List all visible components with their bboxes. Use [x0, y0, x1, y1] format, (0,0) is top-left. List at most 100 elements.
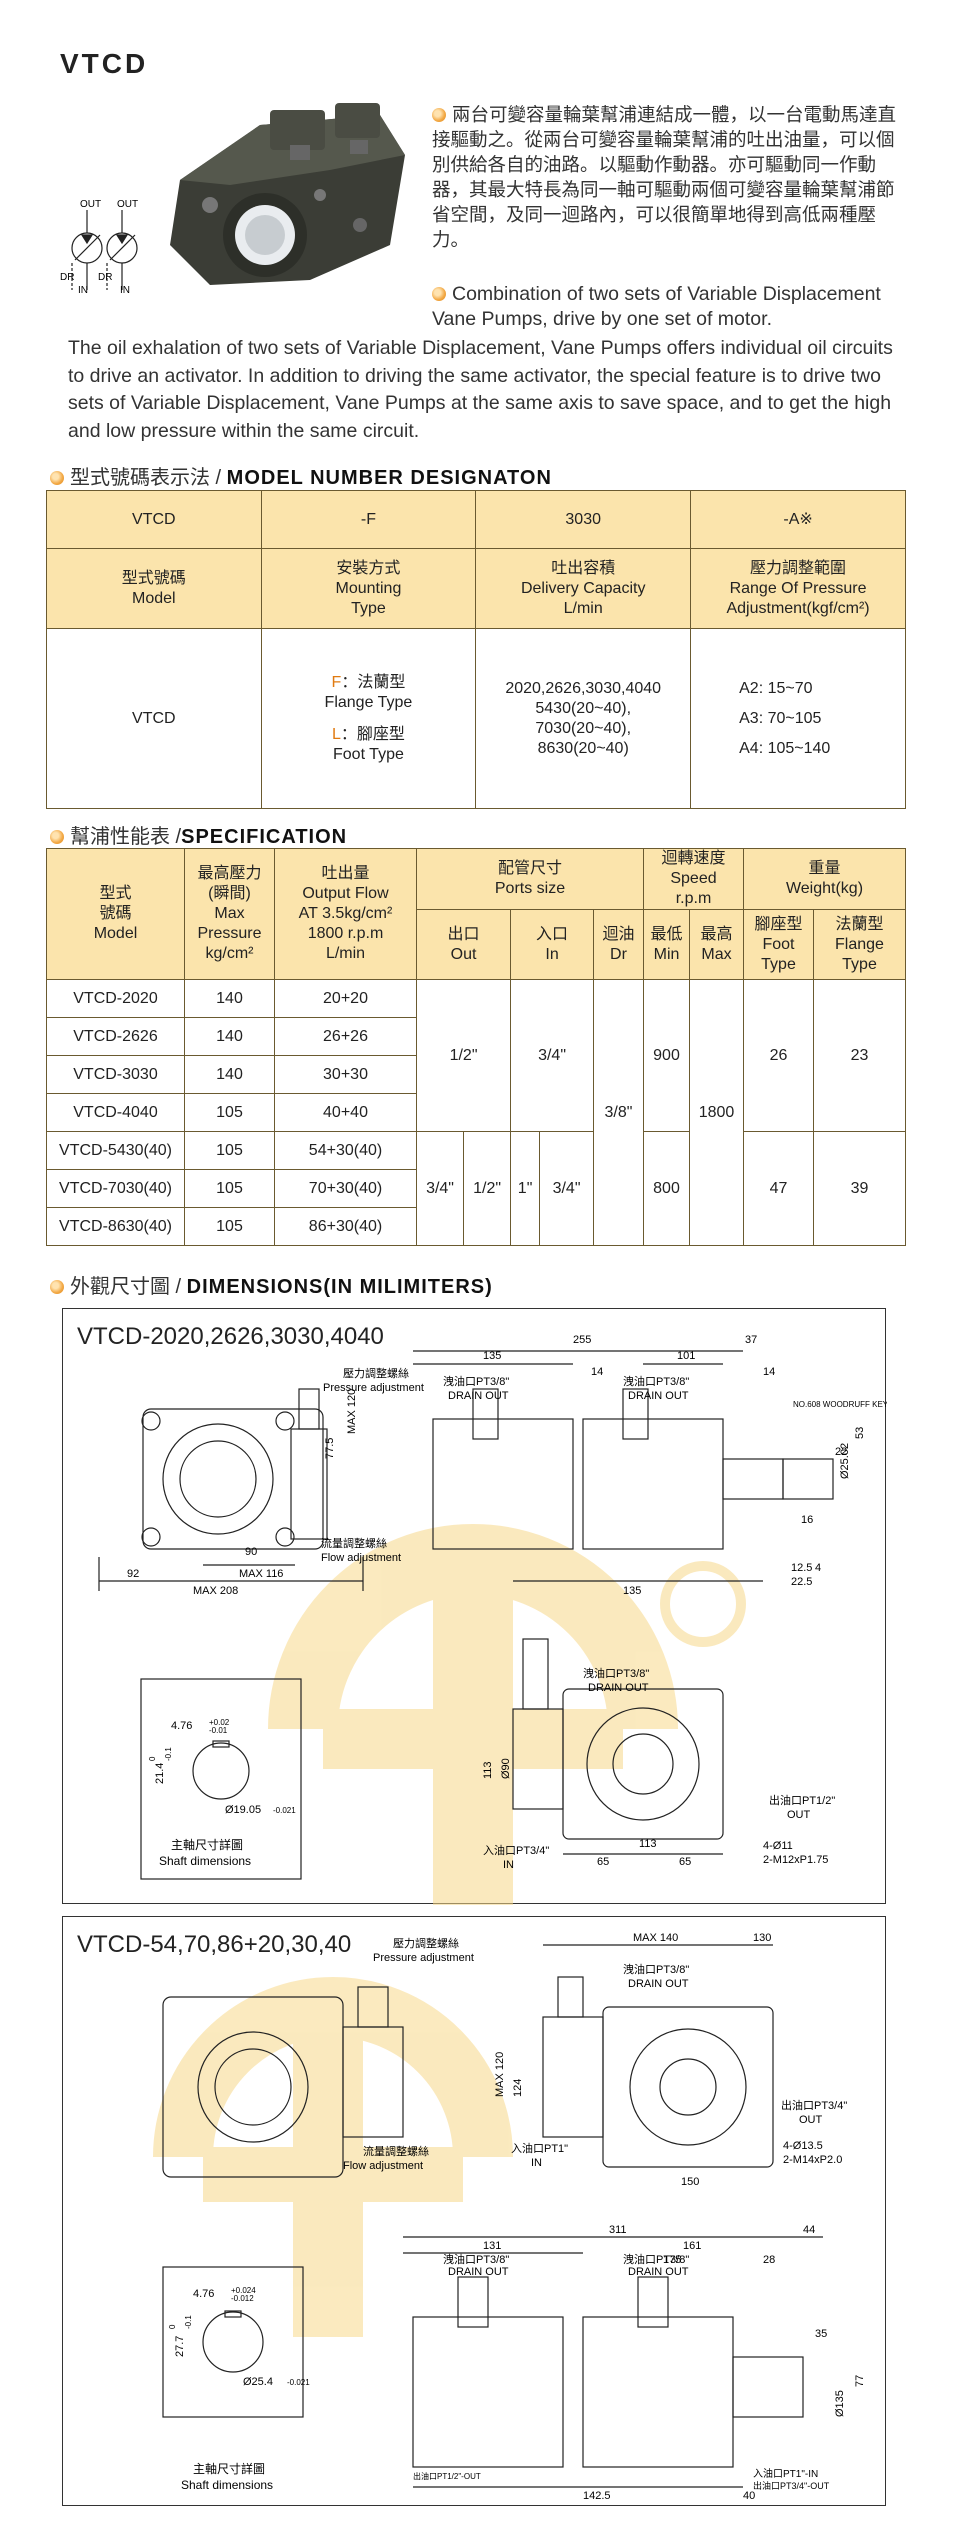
svg-text:入油口PT1": 入油口PT1" — [511, 2141, 568, 2155]
group1-flange-weight: 23 — [813, 979, 906, 1132]
svg-text:MAX 120: MAX 120 — [346, 1389, 358, 1434]
row-model: VTCD-8630(40) — [46, 1207, 185, 1246]
code-capacity: 3030 — [475, 490, 692, 549]
group2-min-speed: 800 — [643, 1131, 690, 1246]
svg-text:+0.02: +0.02 — [209, 1718, 230, 1727]
svg-text:洩油口PT3/8": 洩油口PT3/8" — [623, 1374, 689, 1388]
bullet-icon — [50, 1280, 64, 1294]
description-english-lead: Combination of two sets of Variable Disp… — [432, 283, 881, 330]
row-flow: 70+30(40) — [274, 1169, 417, 1208]
svg-text:113: 113 — [482, 1761, 494, 1779]
code-model: VTCD — [46, 490, 262, 549]
svg-text:出油口PT3/4": 出油口PT3/4" — [781, 2098, 847, 2112]
table-row: VTCD-4040 105 40+40 — [46, 1093, 906, 1132]
symbol-out-1: OUT — [80, 199, 101, 210]
row-pressure: 140 — [184, 1017, 275, 1056]
svg-text:IN: IN — [531, 2157, 542, 2169]
row-model: VTCD-3030 — [46, 1055, 185, 1094]
group2-out-b: 1/2" — [463, 1131, 512, 1246]
watermark-logo — [268, 1524, 746, 1905]
svg-text:135: 135 — [623, 1585, 641, 1597]
row-flow: 54+30(40) — [274, 1131, 417, 1170]
svg-text:壓力調整螺絲: 壓力調整螺絲 — [393, 1936, 459, 1950]
svg-text:150: 150 — [681, 2176, 699, 2188]
svg-text:0: 0 — [168, 2324, 177, 2329]
svg-text:4-Ø13.5: 4-Ø13.5 — [783, 2140, 823, 2152]
svg-text:-0.1: -0.1 — [184, 2315, 193, 2329]
product-photo: OUT OUT DR IN DR IN — [60, 85, 420, 296]
svg-text:入油口PT3/4": 入油口PT3/4" — [483, 1843, 549, 1857]
svg-text:MAX 208: MAX 208 — [193, 1585, 238, 1597]
row-pressure: 140 — [184, 1055, 275, 1094]
svg-text:Shaft dimensions: Shaft dimensions — [159, 1854, 251, 1868]
svg-text:出油口PT1/2"-OUT: 出油口PT1/2"-OUT — [413, 2471, 481, 2481]
svg-text:175: 175 — [663, 2254, 681, 2266]
svg-text:MAX 120: MAX 120 — [494, 2052, 506, 2097]
bullet-icon — [432, 108, 446, 122]
group2-out-a: 3/4" — [415, 1131, 465, 1246]
svg-text:DRAIN OUT: DRAIN OUT — [448, 2266, 509, 2278]
side-view-2 — [403, 2236, 823, 2488]
svg-text:洩油口PT3/8": 洩油口PT3/8" — [623, 2252, 689, 2266]
row-pressure: 105 — [184, 1093, 275, 1132]
svg-text:流量調整螺絲: 流量調整螺絲 — [363, 2144, 429, 2158]
svg-text:-0.1: -0.1 — [164, 1747, 173, 1761]
cell-model: VTCD — [46, 628, 262, 809]
svg-text:131: 131 — [483, 2240, 501, 2252]
svg-text:124: 124 — [512, 2079, 524, 2097]
dr-size: 3/8" — [593, 979, 644, 1246]
svg-text:130: 130 — [753, 1932, 771, 1944]
table-row: VTCD-8630(40) 105 86+30(40) — [46, 1207, 906, 1246]
description-chinese: 兩台可變容量輪葉幫浦連結成一體，以一台電動馬達直接驅動之。從兩台可變容量輪葉幫浦… — [432, 105, 897, 251]
svg-text:MAX 116: MAX 116 — [239, 1568, 283, 1580]
svg-text:流量調整螺絲: 流量調整螺絲 — [321, 1536, 387, 1550]
svg-text:DRAIN OUT: DRAIN OUT — [628, 1978, 689, 1990]
svg-text:出油口PT3/4"-OUT: 出油口PT3/4"-OUT — [753, 2480, 830, 2491]
group1-out: 1/2" — [415, 979, 512, 1132]
svg-text:22: 22 — [835, 1446, 847, 1458]
svg-text:12.5: 12.5 — [791, 1562, 812, 1574]
hydraulic-symbol-icon — [71, 210, 138, 290]
svg-text:DRAIN OUT: DRAIN OUT — [628, 2266, 689, 2278]
row-model: VTCD-7030(40) — [46, 1169, 185, 1208]
svg-text:IN: IN — [503, 1859, 514, 1871]
svg-text:-0.012: -0.012 — [231, 2294, 254, 2303]
front-view-1 — [98, 1388, 364, 1591]
svg-text:MAX 140: MAX 140 — [633, 1932, 678, 1944]
svg-text:Flow adjustment: Flow adjustment — [343, 2160, 423, 2172]
svg-text:101: 101 — [677, 1350, 695, 1362]
svg-text:入油口PT1"-IN: 入油口PT1"-IN — [753, 2467, 818, 2480]
symbol-in-2: IN — [120, 285, 130, 295]
table-row: VTCD-2020 140 20+20 1/2" 3/4" 3/8" 900 1… — [46, 979, 906, 1246]
cell-pressure-range: A2: 15~70 A3: 70~105 A4: 105~140 — [690, 628, 906, 809]
drawing-1-title: VTCD-2020,2626,3030,4040 — [77, 1323, 384, 1350]
svg-text:Pressure adjustment: Pressure adjustment — [373, 1952, 474, 1964]
svg-text:OUT: OUT — [787, 1809, 811, 1821]
group2-foot-weight: 47 — [743, 1131, 814, 1246]
row-flow: 20+20 — [274, 979, 417, 1018]
svg-text:-0.021: -0.021 — [273, 1806, 296, 1815]
svg-text:Shaft dimensions: Shaft dimensions — [181, 2478, 273, 2492]
dimension-drawing-2: VTCD-54,70,86+20,30,40 壓力調整螺絲 Pressure a… — [62, 1916, 886, 2506]
row-flow: 26+26 — [274, 1017, 417, 1056]
description-english-body: The oil exhalation of two sets of Variab… — [68, 337, 893, 442]
svg-text:洩油口PT3/8": 洩油口PT3/8" — [443, 1374, 509, 1388]
svg-text:90: 90 — [245, 1546, 257, 1558]
svg-text:DRAIN OUT: DRAIN OUT — [588, 1682, 649, 1694]
svg-text:4: 4 — [815, 1562, 821, 1574]
bullet-icon — [50, 830, 64, 844]
svg-text:OUT: OUT — [799, 2114, 823, 2126]
row-flow: 40+40 — [274, 1093, 417, 1132]
svg-text:4.76: 4.76 — [193, 2288, 214, 2300]
svg-text:+0.024: +0.024 — [231, 2286, 256, 2295]
svg-text:22.5: 22.5 — [791, 1576, 812, 1588]
svg-text:洩油口PT3/8": 洩油口PT3/8" — [583, 1666, 649, 1680]
symbol-dr-2: DR — [98, 272, 112, 283]
front-view-3 — [162, 1986, 404, 2178]
